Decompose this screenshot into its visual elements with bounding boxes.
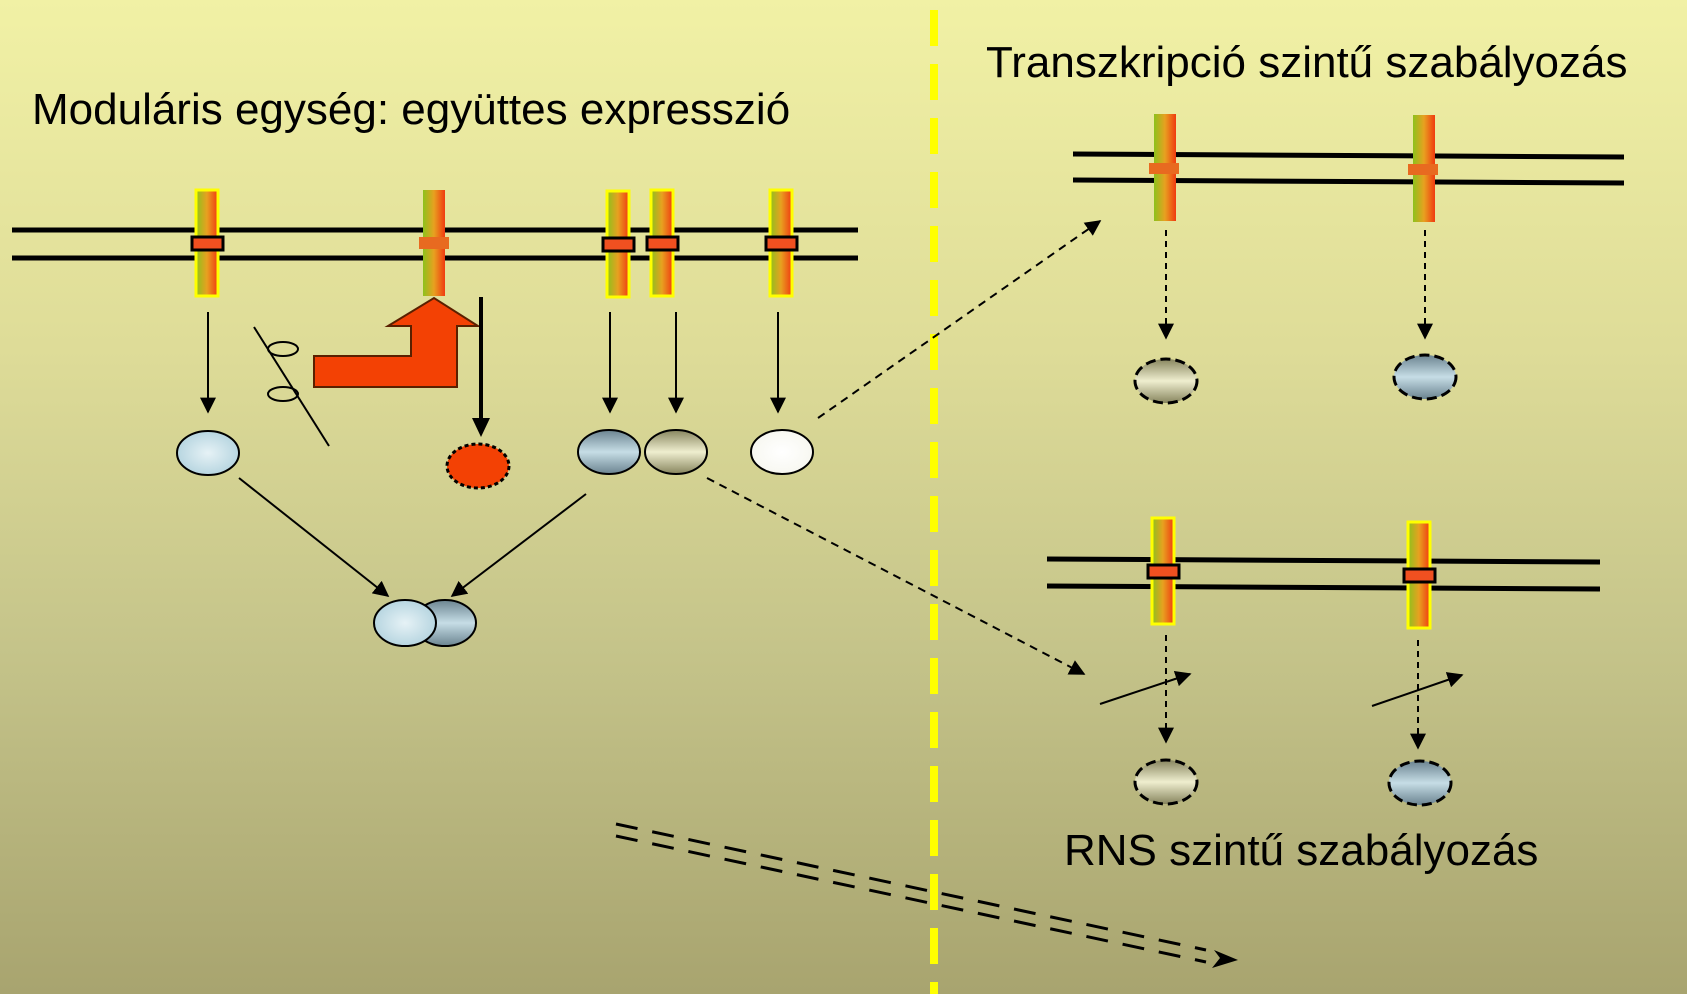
gene-2-repressor: [419, 190, 449, 296]
dashed-zoom-arrows: [706, 220, 1102, 675]
gene-3: [601, 189, 636, 299]
rna-block-arrows: [1099, 670, 1464, 707]
expression-arrows-rb: [1158, 635, 1426, 750]
protein-rt-olive: [1133, 357, 1199, 405]
gene-1: [190, 188, 225, 298]
gene-rb-1: [1146, 516, 1181, 626]
protein-rb-blue: [1387, 759, 1453, 807]
complex-arrows: [238, 477, 587, 597]
gene-4: [645, 188, 680, 298]
protein-bluegrey: [577, 429, 641, 475]
double-dashed-arrowhead: [1212, 950, 1238, 968]
title-left: Moduláris egység: együttes expresszió: [32, 85, 791, 134]
protein-white: [750, 429, 814, 475]
gene-rt-1: [1149, 114, 1179, 221]
chromosome-right-bottom: [1046, 556, 1601, 592]
title-right-top: Transzkripció szintű szabályozás: [986, 38, 1628, 87]
protein-olive: [644, 429, 708, 475]
title-right-bottom: RNS szintű szabályozás: [1064, 826, 1539, 875]
gene-5: [764, 188, 799, 298]
expression-arrows-rt: [1158, 230, 1433, 340]
double-dashed-arrow: [615, 822, 1207, 964]
protein-rt-blue: [1392, 353, 1458, 401]
protein-blue: [176, 430, 240, 476]
expression-arrows-left: [200, 312, 786, 414]
protein-complex: [373, 599, 477, 647]
blocked-expression-mark: [253, 326, 330, 447]
gene-rb-2: [1402, 520, 1437, 630]
protein-rb-olive: [1133, 758, 1199, 806]
repression-bent-arrow: [313, 296, 482, 388]
gene-rt-2: [1408, 115, 1438, 222]
protein-red-dotted: [445, 442, 511, 490]
